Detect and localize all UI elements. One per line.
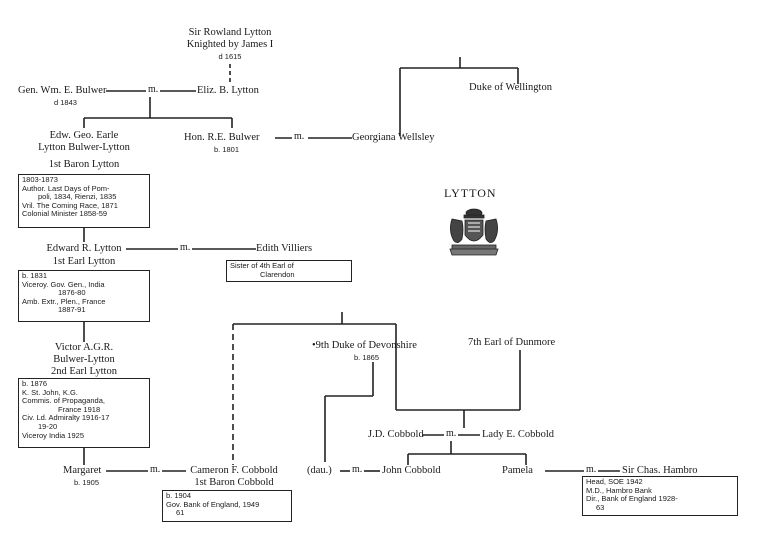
info-line: 63 <box>596 502 605 512</box>
info-line: Dir., Bank of England 1928- <box>586 494 678 504</box>
info-line: 1876-80 <box>58 288 86 298</box>
info-line: Sister of 4th Earl of <box>230 261 294 270</box>
info-line: France 1918 <box>58 404 101 414</box>
info-line: Head, SOE 1942 <box>586 477 643 486</box>
info-line: Civ. Ld. Admiralty 1916-17 <box>22 413 110 423</box>
info-line: M.D., Hambro Bank <box>586 485 652 495</box>
person-edw-geo-name-3: 1st Baron Lytton <box>48 159 120 170</box>
person-edw-geo-name-2: Lytton Bulwer-Lytton <box>38 142 130 153</box>
marriage-label: m. <box>586 464 597 475</box>
person-edward-r-name-1: Edward R. Lytton <box>46 243 122 254</box>
info-line: Gov. Bank of England, 1949 <box>166 499 260 509</box>
person-victor-name-2: Bulwer-Lytton <box>53 354 115 365</box>
info-line: K. St. John, K.G. <box>22 387 78 397</box>
person-edward-r-info: b. 1831 Viceroy. Gov. Gen., India 1876-8… <box>18 270 150 322</box>
info-line: Commis. of Propaganda, <box>22 396 105 406</box>
person-rowland-name: Sir Rowland Lytton <box>188 27 272 38</box>
marriage-label: m. <box>148 84 159 95</box>
person-jd-cobbold-name: J.D. Cobbold <box>368 429 424 440</box>
person-wellington-name: Duke of Wellington <box>469 82 552 93</box>
info-line: b. 1876 <box>22 379 48 388</box>
info-line: 19-20 <box>38 421 58 431</box>
person-pamela-name: Pamela <box>502 465 533 476</box>
person-georgiana-name: Georgiana Wellsley <box>352 132 435 143</box>
person-john-name: John Cobbold <box>382 465 441 476</box>
person-edw-geo-name-1: Edw. Geo. Earle <box>49 130 119 141</box>
info-line: Vril. The Coming Race, 1871 <box>22 200 118 210</box>
info-line: b. 1904 <box>166 491 192 500</box>
person-edward-r-name-2: 1st Earl Lytton <box>52 256 116 267</box>
person-devonshire-name: •9th Duke of Devonshire <box>312 340 417 351</box>
person-eliz-name: Eliz. B. Lytton <box>197 85 259 96</box>
marriage-label: m. <box>446 428 457 439</box>
info-line: Clarendon <box>260 269 295 279</box>
person-cameron-info: b. 1904 Gov. Bank of England, 1949 61 <box>162 490 292 522</box>
info-line: 61 <box>176 508 185 518</box>
person-re-bulwer-dates: b. 1801 <box>214 145 240 154</box>
marriage-label: m. <box>180 242 191 253</box>
info-line: 1887-91 <box>58 305 86 315</box>
person-re-bulwer-name: Hon. R.E. Bulwer <box>184 132 260 143</box>
person-devonshire-dates: b. 1865 <box>354 353 380 362</box>
person-victor-info: b. 1876 K. St. John, K.G. Commis. of Pro… <box>18 378 150 448</box>
info-line: Amb. Extr., Plen., France <box>22 296 106 306</box>
person-lady-cobbold-name: Lady E. Cobbold <box>482 429 555 440</box>
info-line: Viceroy. Gov. Gen., India <box>22 279 105 289</box>
person-wm-bulwer-name: Gen. Wm. E. Bulwer <box>18 85 107 96</box>
info-line: b. 1831 <box>22 271 48 280</box>
info-line: Viceroy India 1925 <box>22 430 84 440</box>
person-rowland-title: Knighted by James I <box>186 39 274 50</box>
person-hambro-info: Head, SOE 1942 M.D., Hambro Bank Dir., B… <box>582 476 738 516</box>
marriage-label: m. <box>150 464 161 475</box>
person-dau-name: (dau.) <box>307 465 332 476</box>
person-rowland-dates: d 1615 <box>218 52 242 61</box>
chart-title: LYTTON <box>444 186 497 200</box>
marriage-label: m. <box>352 464 363 475</box>
person-dunmore-name: 7th Earl of Dunmore <box>468 337 556 348</box>
coat-of-arms-icon <box>449 208 499 256</box>
person-edith-name: Edith Villiers <box>256 243 313 254</box>
person-edith-info: Sister of 4th Earl of Clarendon <box>226 260 352 282</box>
person-cameron-name-2: 1st Baron Cobbold <box>194 477 274 488</box>
person-margaret-name: Margaret <box>63 465 102 476</box>
person-wm-bulwer-dates: d 1843 <box>54 98 77 107</box>
person-hambro-name: Sir Chas. Hambro <box>622 465 698 476</box>
info-line: poli, 1834, Rienzi, 1835 <box>38 192 117 202</box>
person-edw-geo-info: 1803-1873 Author. Last Days of Pom- poli… <box>18 174 150 228</box>
info-line: Author. Last Days of Pom- <box>22 183 110 193</box>
person-cameron-name-1: Cameron F. Cobbold <box>190 465 278 476</box>
marriage-label: m. <box>294 131 305 142</box>
person-victor-name-1: Victor A.G.R. <box>54 342 114 353</box>
info-line: 1803-1873 <box>22 175 58 184</box>
person-margaret-dates: b. 1905 <box>74 478 100 487</box>
info-line: Colonial Minister 1858-59 <box>22 209 108 219</box>
person-victor-name-3: 2nd Earl Lytton <box>51 366 117 377</box>
